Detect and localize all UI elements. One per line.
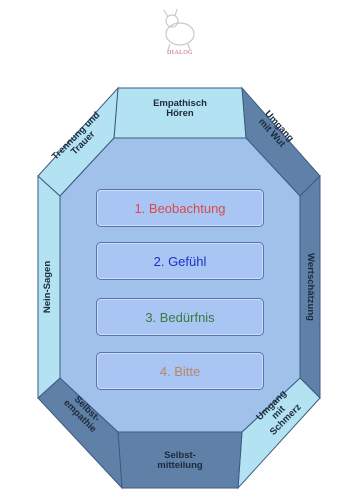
label-bottom: Selbst- mitteilung: [157, 450, 203, 471]
step-1-label: 1. Beobachtung: [134, 200, 226, 216]
label-left: Nein-Sagen: [42, 260, 53, 314]
step-3-button[interactable]: 3. Bedürfnis: [96, 298, 264, 336]
step-2-button[interactable]: 2. Gefühl: [96, 242, 264, 280]
step-4-label: 4. Bitte: [159, 363, 201, 379]
step-1-button[interactable]: 1. Beobachtung: [96, 189, 264, 227]
label-top: Empathisch Hören: [153, 98, 207, 119]
label-right: Wertschätzung: [305, 253, 316, 321]
step-2-label: 2. Gefühl: [153, 253, 207, 269]
logo-name: DIALOG: [167, 50, 193, 56]
logo-lamb-icon: [163, 8, 195, 51]
step-3-label: 3. Bedürfnis: [145, 309, 215, 325]
step-4-button[interactable]: 4. Bitte: [96, 352, 264, 390]
